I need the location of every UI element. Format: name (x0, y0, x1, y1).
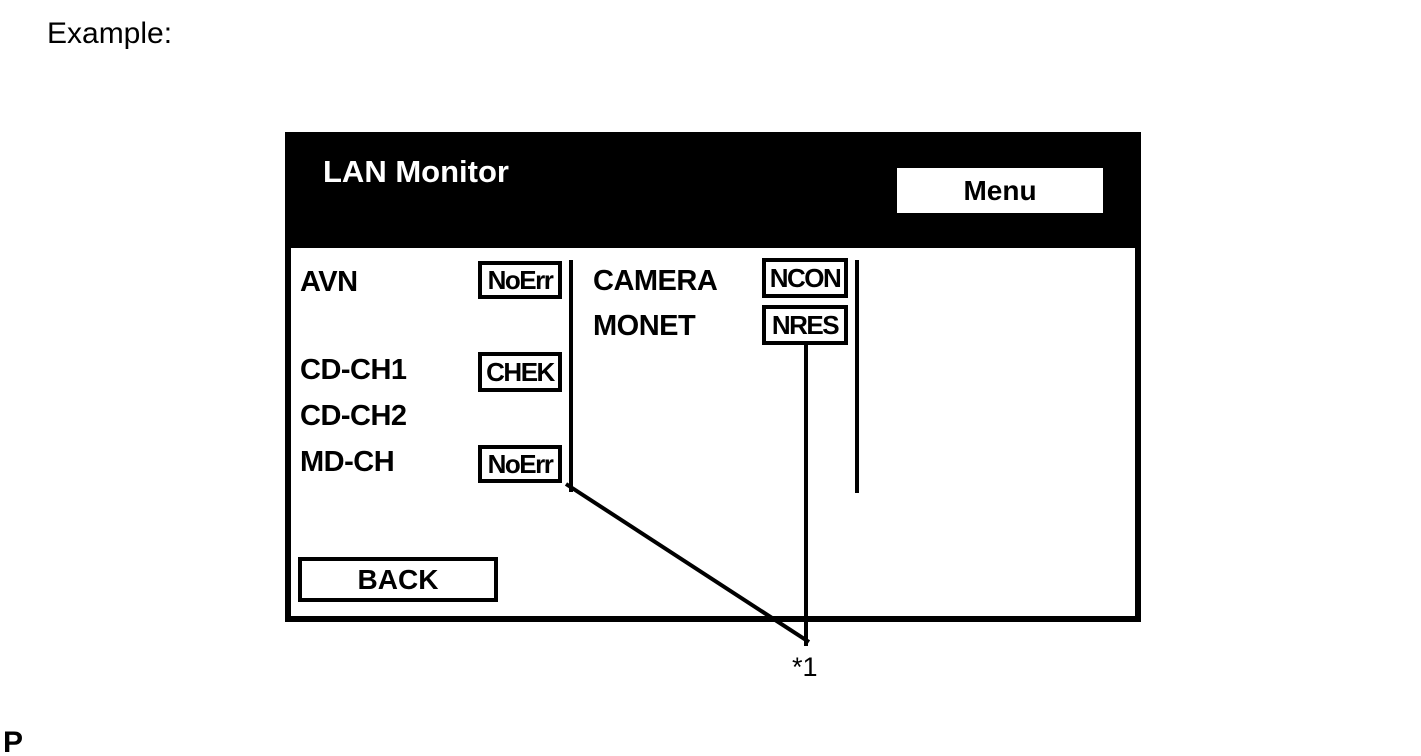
menu-button[interactable]: Menu (897, 168, 1103, 213)
screen-title: LAN Monitor (323, 154, 509, 189)
status-badge-md-ch: NoErr (478, 445, 562, 483)
example-label: Example: (47, 17, 173, 50)
status-badge-camera-text: NCON (769, 262, 842, 293)
device-row-label-avn: AVN (300, 266, 358, 298)
column-divider-right (855, 260, 859, 493)
footnote-ref: *1 (792, 652, 818, 682)
device-row-label-md-ch: MD-CH (300, 446, 395, 478)
lan-monitor-screen: LAN Monitor Menu AVN NoErr CD-CH1 CHEK C… (285, 132, 1141, 622)
status-badge-avn: NoErr (478, 261, 562, 299)
device-row-label-cd-ch2: CD-CH2 (300, 400, 407, 432)
back-button-label: BACK (357, 563, 439, 595)
page-footer-text: P (3, 726, 24, 756)
back-button[interactable]: BACK (298, 557, 498, 602)
device-row-label-monet: MONET (593, 310, 696, 342)
status-badge-monet: NRES (762, 305, 848, 345)
status-badge-md-ch-text: NoErr (487, 448, 554, 479)
device-row-label-camera: CAMERA (593, 265, 718, 297)
status-badge-avn-text: NoErr (487, 264, 554, 295)
status-badge-cd-ch1: CHEK (478, 352, 562, 392)
device-row-label-cd-ch1: CD-CH1 (300, 354, 407, 386)
screen-header: LAN Monitor Menu (291, 138, 1135, 248)
status-badge-cd-ch1-text: CHEK (486, 356, 555, 387)
status-badge-camera: NCON (762, 258, 848, 298)
column-divider-left (569, 260, 573, 492)
menu-button-label: Menu (963, 174, 1037, 206)
status-badge-monet-text: NRES (771, 309, 840, 340)
